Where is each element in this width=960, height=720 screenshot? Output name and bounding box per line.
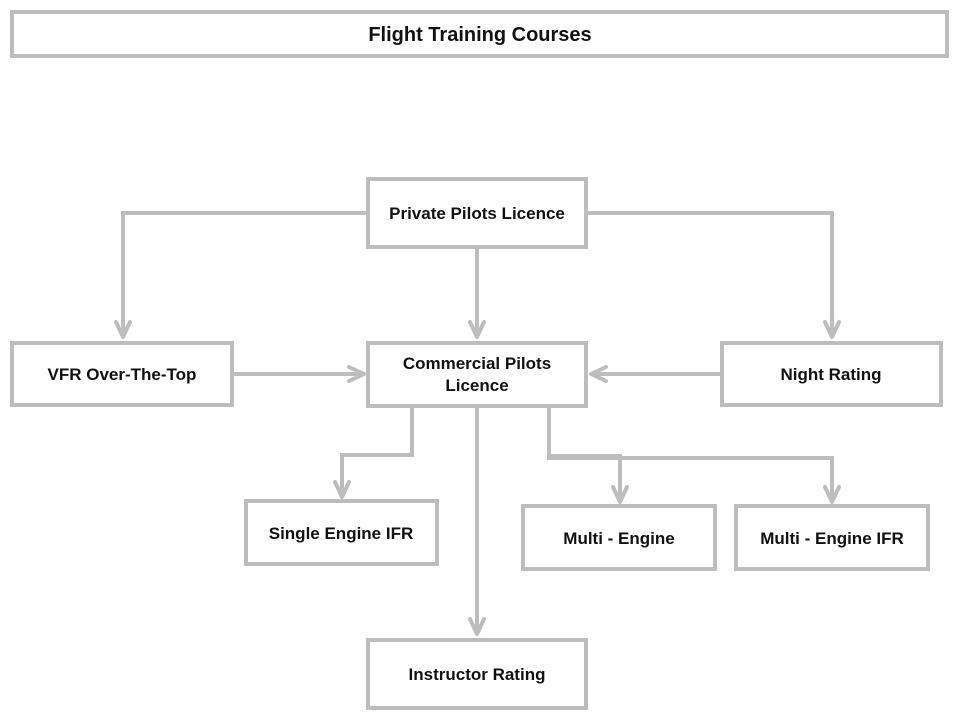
arrowhead-multi bbox=[611, 485, 629, 504]
node-label-line-2: Licence bbox=[445, 376, 508, 395]
connectors bbox=[114, 211, 841, 636]
node-single-engine-ifr: Single Engine IFR bbox=[244, 499, 439, 566]
edge-ppl-to-night bbox=[586, 211, 834, 337]
title-frame bbox=[10, 10, 949, 58]
node-label: Multi - Engine bbox=[563, 529, 674, 548]
node-instructor-rating: Instructor Rating bbox=[366, 638, 588, 710]
node-frame bbox=[366, 341, 588, 408]
arrowhead-vfr bbox=[114, 320, 132, 339]
arrowhead-instructor bbox=[468, 617, 486, 636]
arrowhead-night bbox=[823, 320, 841, 339]
node-multi-engine: Multi - Engine bbox=[521, 504, 717, 571]
node-label-line-1: Commercial Pilots bbox=[403, 354, 551, 373]
node-vfr-over-the-top: VFR Over-The-Top bbox=[10, 341, 234, 407]
node-night-rating: Night Rating bbox=[720, 341, 943, 407]
arrowhead-cpl-right bbox=[589, 365, 608, 383]
node-label: Private Pilots Licence bbox=[389, 204, 565, 223]
node-frame bbox=[10, 341, 234, 407]
arrowhead-cpl-left bbox=[347, 365, 366, 383]
node-label: Single Engine IFR bbox=[269, 524, 414, 543]
title-box: Flight Training Courses bbox=[10, 10, 949, 58]
node-frame bbox=[521, 504, 717, 571]
node-frame bbox=[366, 177, 588, 249]
node-frame bbox=[244, 499, 439, 566]
node-label: VFR Over-The-Top bbox=[48, 365, 197, 384]
node-label: Multi - Engine IFR bbox=[760, 529, 904, 548]
node-label: Instructor Rating bbox=[409, 665, 546, 684]
edge-cpl-to-multi bbox=[547, 406, 622, 502]
edge-ppl-to-vfr bbox=[121, 211, 368, 337]
arrowhead-single-ifr bbox=[333, 480, 351, 499]
edge-cpl-to-multi-ifr bbox=[547, 456, 834, 502]
node-frame bbox=[734, 504, 930, 571]
edge-cpl-to-single-ifr bbox=[340, 406, 414, 497]
arrowhead-multi-ifr bbox=[823, 485, 841, 504]
node-multi-engine-ifr: Multi - Engine IFR bbox=[734, 504, 930, 571]
node-label: Night Rating bbox=[780, 365, 881, 384]
node-frame bbox=[366, 638, 588, 710]
node-commercial-pilots-licence: Commercial Pilots Licence bbox=[366, 341, 588, 408]
diagram-title: Flight Training Courses bbox=[368, 24, 591, 46]
node-private-pilots-licence: Private Pilots Licence bbox=[366, 177, 588, 249]
node-frame bbox=[720, 341, 943, 407]
arrowhead-cpl-top bbox=[468, 320, 486, 339]
